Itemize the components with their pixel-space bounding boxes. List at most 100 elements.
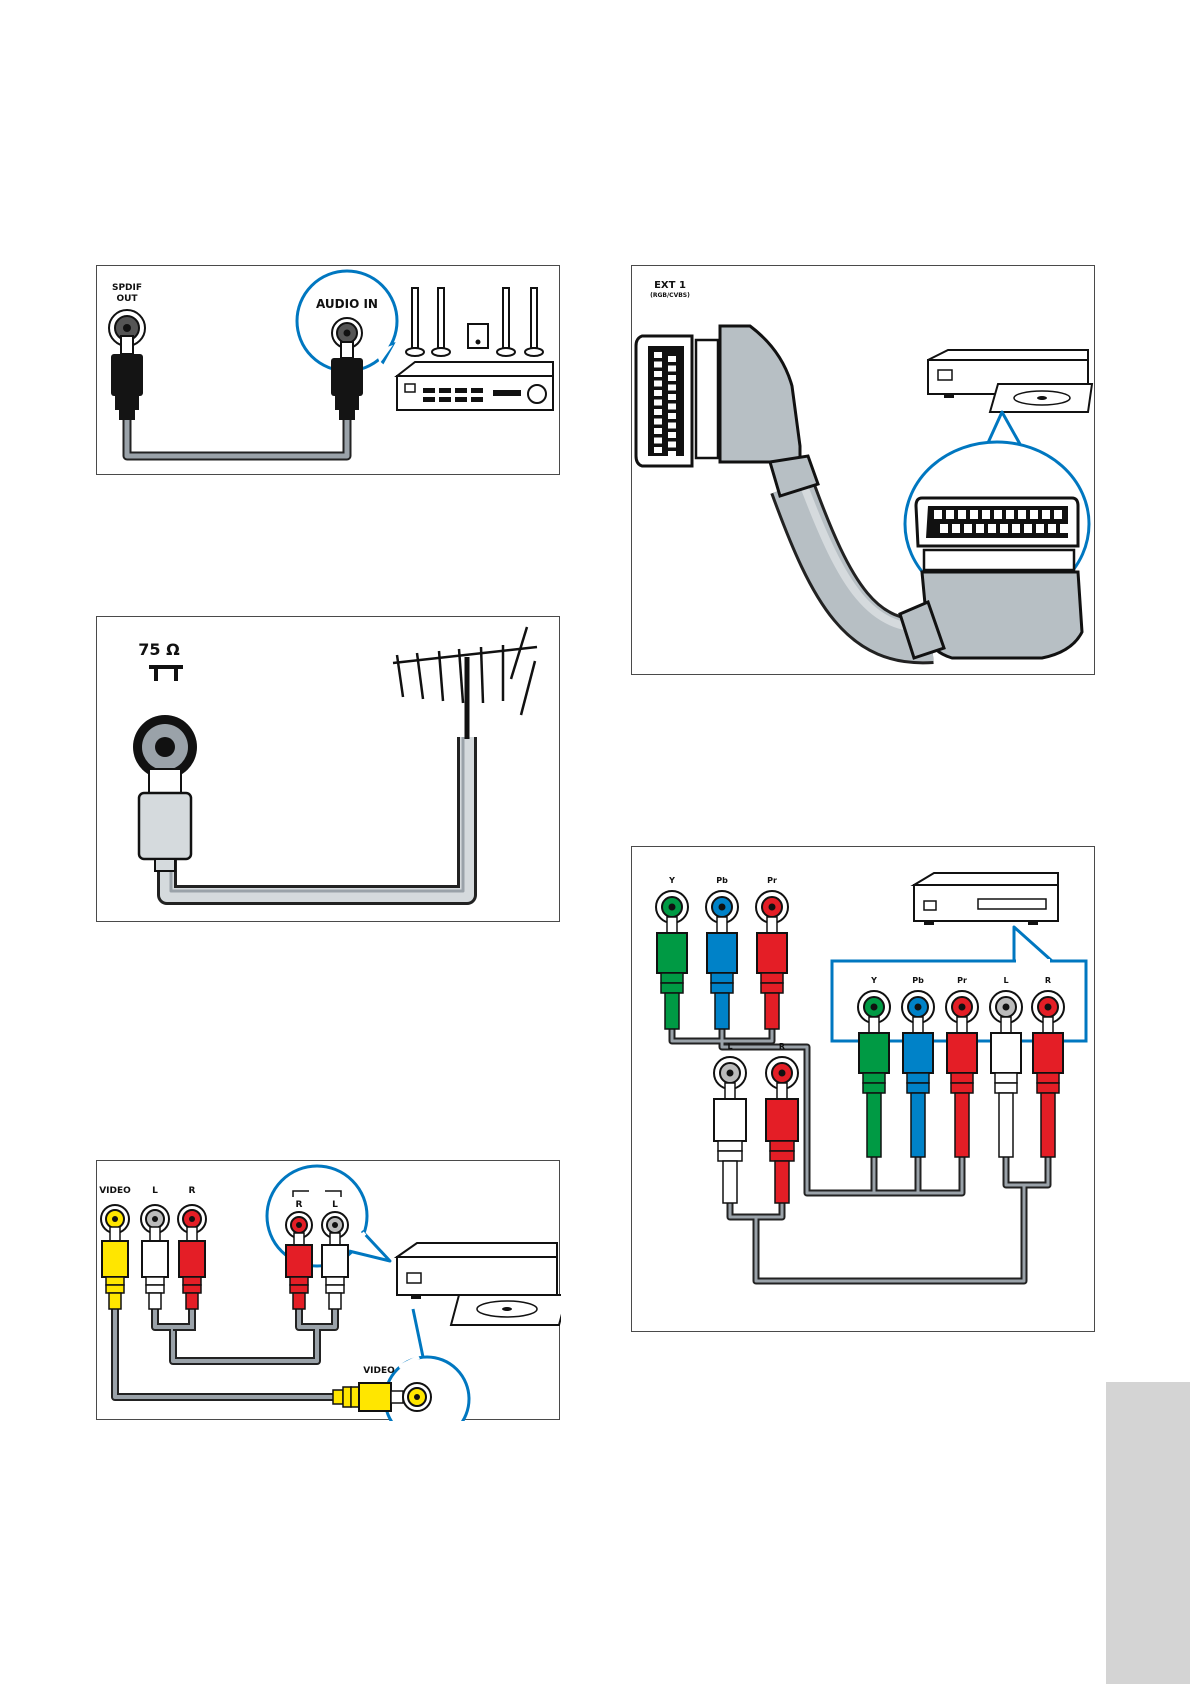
scart-pin (668, 384, 676, 391)
tv-label-pr: Pr (767, 876, 777, 885)
tv-label-y: Y (668, 876, 675, 885)
composite-diagram: VIDEO L R R L (99, 1164, 561, 1421)
scart-pin (988, 524, 996, 533)
red-plug (178, 1226, 206, 1310)
scart-pin (654, 380, 662, 387)
device-jack-label-l: L (332, 1200, 338, 1210)
device-y-jack (857, 990, 891, 1024)
tv-jack-label-r: R (189, 1186, 196, 1196)
chapter-tab (1106, 1382, 1190, 1684)
component-video-cable (670, 1029, 964, 1195)
spdif-label: SPDIF (112, 283, 142, 293)
ext1-sublabel: (RGB/CVBS) (650, 292, 690, 299)
scart-pin (940, 524, 948, 533)
tv-audio-l-jack (140, 1204, 170, 1234)
tv-label-r: R (779, 1042, 785, 1051)
antenna-diagram: 75 Ω (133, 626, 538, 905)
device-label-l: L (1003, 976, 1008, 985)
tv-pb-jack (705, 890, 739, 924)
audio-cable (124, 396, 350, 459)
scart-pin (1048, 524, 1056, 533)
tv-audio-r-jack (177, 1204, 207, 1234)
spdif-audio-panel: SPDIF OUT AUDIO IN (96, 265, 560, 475)
tv-red-plug (756, 916, 788, 1030)
scart-pin (1006, 510, 1014, 519)
scart-pin (668, 451, 676, 457)
antenna-cable (160, 737, 474, 902)
device-white-plug (990, 1016, 1022, 1158)
scart-pin (654, 437, 662, 444)
tv-y-jack (655, 890, 689, 924)
tv-scart-socket (634, 334, 694, 468)
scart-pin (946, 510, 954, 519)
device-green-plug (858, 1016, 890, 1158)
audio-cable-outline (122, 396, 352, 461)
scart-pin (1030, 510, 1038, 519)
tv-jack-label-video: VIDEO (99, 1186, 131, 1196)
scart-pin (668, 356, 676, 362)
scart-pin (654, 390, 662, 396)
white-plug (141, 1226, 169, 1310)
device-label-y: Y (870, 976, 877, 985)
scart-pin (934, 510, 942, 519)
device-audio-bracket (292, 1190, 342, 1197)
scart-pin (1024, 524, 1032, 533)
scart-pin (970, 510, 978, 519)
dvd-player-icon (393, 1242, 561, 1326)
dvd-player-icon (927, 349, 1094, 413)
tv-white-plug (713, 1082, 747, 1204)
scart-pin (654, 399, 662, 406)
device-label-pr: Pr (957, 976, 967, 985)
device-video-jack (402, 1382, 432, 1412)
antenna-panel: 75 Ω (96, 616, 560, 922)
audio-in-label: AUDIO IN (316, 297, 378, 311)
scart-pin (668, 375, 676, 381)
scart-pin (1054, 510, 1062, 519)
spdif-out-label: OUT (116, 294, 138, 304)
device-pr-jack (945, 990, 979, 1024)
coax-jack (133, 715, 197, 779)
ohm-label: 75 Ω (138, 640, 180, 659)
component-panel: Y Pb Pr L R Y Pb Pr L R (631, 846, 1095, 1332)
scart-pin (654, 361, 662, 368)
device-jack-label-r: R (296, 1200, 303, 1210)
scart-pin (654, 409, 662, 415)
scart-pin (952, 524, 960, 533)
scart-pin (1000, 524, 1008, 533)
component-diagram: Y Pb Pr L R Y Pb Pr L R (655, 872, 1088, 1285)
device-scart-pins (934, 510, 1068, 533)
antenna-icon (392, 626, 538, 739)
device-scart-plug (898, 548, 1084, 660)
spdif-plug (111, 335, 143, 420)
scart-pin (994, 510, 1002, 519)
spdif-diagram: SPDIF OUT AUDIO IN (108, 269, 554, 461)
tv-label-l: L (727, 1042, 732, 1051)
ext1-label: EXT 1 (654, 280, 686, 291)
component-audio-cable (728, 1157, 1050, 1283)
device-pb-jack (901, 990, 935, 1024)
yellow-plug (101, 1226, 129, 1310)
tv-jack-label-l: L (152, 1186, 158, 1196)
scart-pin (1042, 510, 1050, 519)
tv-scart-plug (694, 324, 820, 498)
scart-pin (668, 422, 676, 429)
scart-pin (668, 432, 676, 438)
tv-scart-pins (654, 352, 676, 457)
tv-pr-jack (755, 890, 789, 924)
scart-pin (668, 365, 676, 372)
video-cable (113, 1309, 333, 1399)
device-label-r: R (1045, 976, 1051, 985)
scart-pin (1018, 510, 1026, 519)
scart-panel: EXT 1 (RGB/CVBS) (631, 265, 1095, 675)
scart-pin (1012, 524, 1020, 533)
video-device-icon (910, 872, 1059, 925)
device-white-plug (321, 1232, 349, 1310)
device-scart-socket (914, 496, 1080, 548)
audio-in-jack (331, 317, 363, 349)
tv-blue-plug (706, 916, 738, 1030)
composite-panel: VIDEO L R R L (96, 1160, 561, 1421)
scart-pin (668, 413, 676, 419)
scart-pin (976, 524, 984, 533)
scart-pin (654, 428, 662, 434)
scart-pin (1060, 524, 1068, 533)
